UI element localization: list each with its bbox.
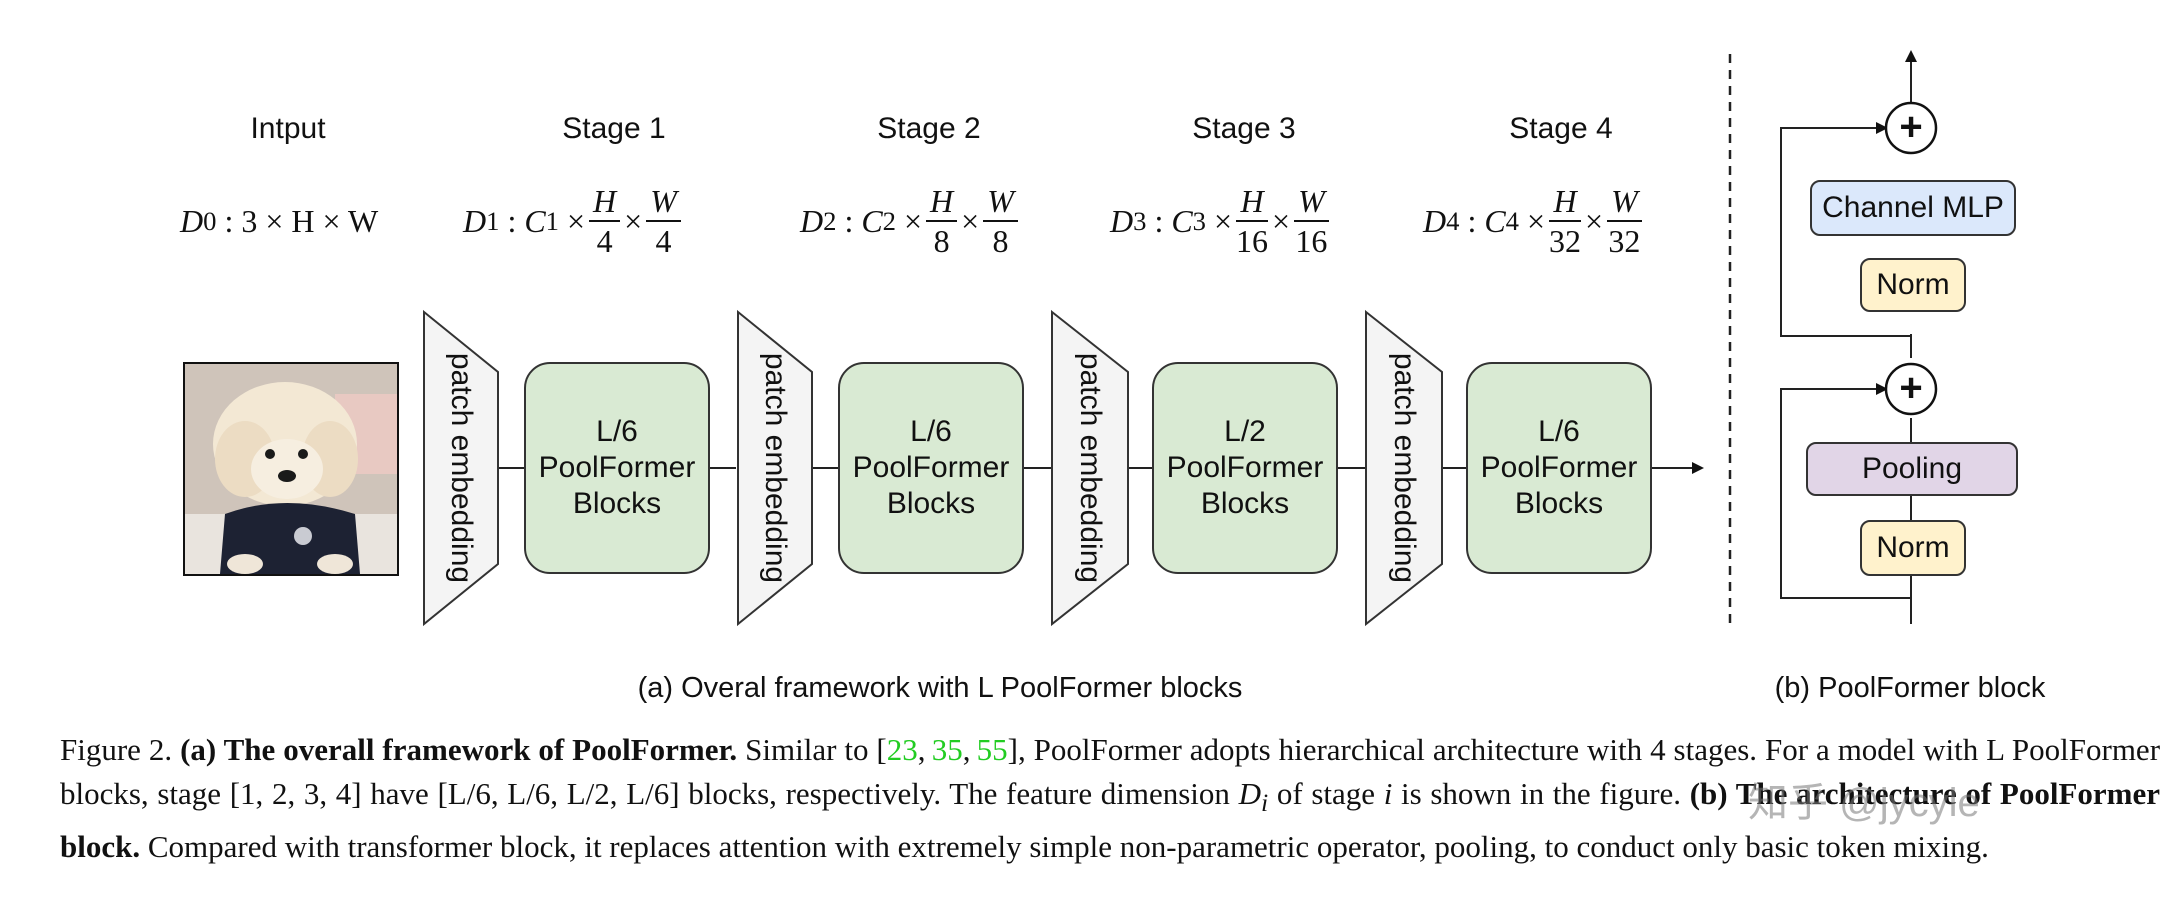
subcaption-a: (a) Overal framework with L PoolFormer b… [637,672,1243,704]
skip-connection-mlp [1780,122,1911,337]
subcaption-b: (b) PoolFormer block [1774,672,2046,704]
stage-4-block-count: L/6 [1538,415,1580,448]
stage-3-block-suffix: Blocks [1200,487,1290,520]
header-stage-1: Stage 1 [562,112,666,145]
skip-connection-pooling [1780,383,1911,599]
patch-embedding-label-2: patch embedding [759,352,792,584]
header-stage-4: Stage 4 [1509,112,1613,145]
stage-3-block: L/2 PoolFormer Blocks [1152,362,1338,574]
citation-23[interactable]: 23 [886,732,918,767]
patch-embedding-label-1: patch embedding [445,352,478,584]
stage-1-block-suffix: Blocks [572,487,662,520]
pooling-box: Pooling [1806,442,2018,496]
header-input: Intput [250,112,326,145]
patch-embedding-3 [1051,309,1129,627]
add-circle-top [1884,101,1938,155]
dog-picture [185,364,397,574]
patch-embedding-1 [423,309,499,627]
stage-4-block: L/6 PoolFormer Blocks [1466,362,1652,574]
stage-4-block-name: PoolFormer [1480,451,1638,484]
stage-4-block-suffix: Blocks [1514,487,1604,520]
header-stage-3: Stage 3 [1192,112,1296,145]
input-image [183,362,399,576]
stage-2-block-count: L/6 [910,415,952,448]
caption-b-title: (b) The architecture of PoolFormer block… [60,776,2160,865]
add-symbol-bottom: + [1899,366,1923,410]
header-stage-2: Stage 2 [877,112,981,145]
norm-box-bottom: Norm [1860,520,1966,576]
figure-label: Figure 2. [60,732,173,767]
citation-35[interactable]: 35 [931,732,963,767]
add-symbol-top: + [1899,105,1923,149]
stage-3-block-count: L/2 [1224,415,1266,448]
patch-embedding-2 [737,309,813,627]
stage-3-block-name: PoolFormer [1166,451,1324,484]
stage-1-block-count: L/6 [596,415,638,448]
caption-a-title: (a) The overall framework of PoolFormer. [180,732,738,767]
channel-mlp-box: Channel MLP [1810,180,2016,236]
patch-embedding-label-4: patch embedding [1388,352,1421,584]
stage-2-block: L/6 PoolFormer Blocks [838,362,1024,574]
patch-embedding-4 [1365,309,1443,627]
add-circle-bottom [1884,362,1938,416]
stage-2-block-suffix: Blocks [886,487,976,520]
watermark: 知乎 @jycyle [1748,781,1980,825]
norm-box-top: Norm [1860,258,1966,312]
stage-1-block-name: PoolFormer [538,451,696,484]
stage-2-block-name: PoolFormer [852,451,1010,484]
stage-1-block: L/6 PoolFormer Blocks [524,362,710,574]
patch-embedding-label-3: patch embedding [1074,352,1107,584]
citation-55[interactable]: 55 [976,732,1008,767]
figure-caption: Figure 2. (a) The overall framework of P… [60,732,2161,865]
